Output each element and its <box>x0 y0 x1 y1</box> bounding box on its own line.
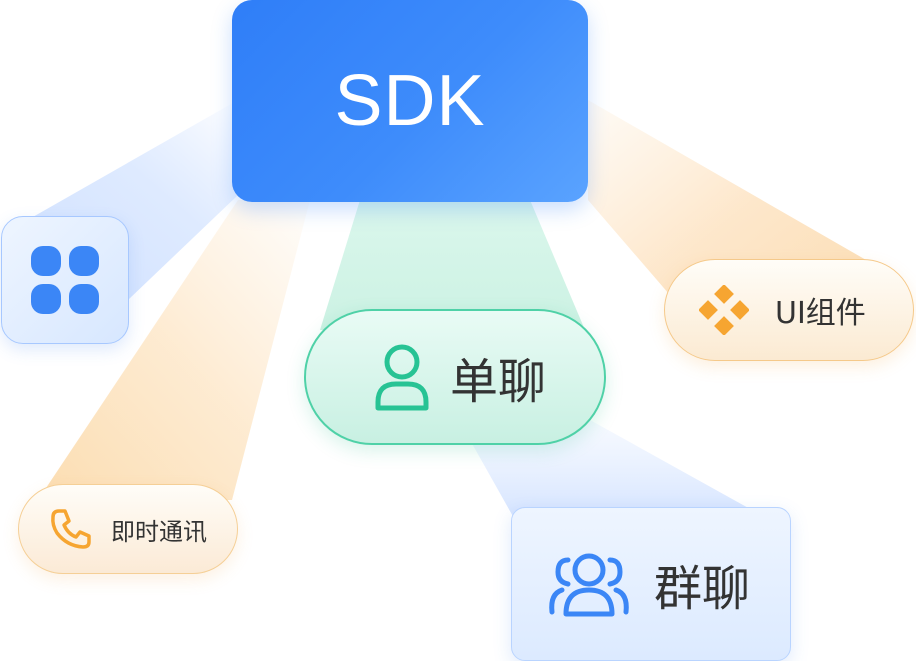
instant-messaging-label: 即时通讯 <box>111 517 207 546</box>
sdk-hub: SDK <box>232 0 588 202</box>
single-chat-node: 单聊 <box>304 309 606 445</box>
phone-icon <box>49 507 93 551</box>
apps-grid-icon <box>31 246 99 314</box>
ui-components-label: UI组件 <box>775 296 866 331</box>
group-chat-node: 群聊 <box>511 507 791 661</box>
group-chat-label: 群聊 <box>654 561 751 617</box>
diamond-grid-icon <box>699 285 749 335</box>
beam-instant-messaging <box>38 200 310 500</box>
group-icon <box>546 548 632 620</box>
apps-node <box>1 216 129 344</box>
beam-single-chat <box>320 200 585 330</box>
beam-group-chat <box>470 420 770 520</box>
ui-components-node: UI组件 <box>664 259 914 361</box>
user-icon <box>372 342 432 412</box>
single-chat-label: 单聊 <box>450 354 547 410</box>
sdk-label: SDK <box>334 61 486 141</box>
instant-messaging-node: 即时通讯 <box>18 484 238 574</box>
